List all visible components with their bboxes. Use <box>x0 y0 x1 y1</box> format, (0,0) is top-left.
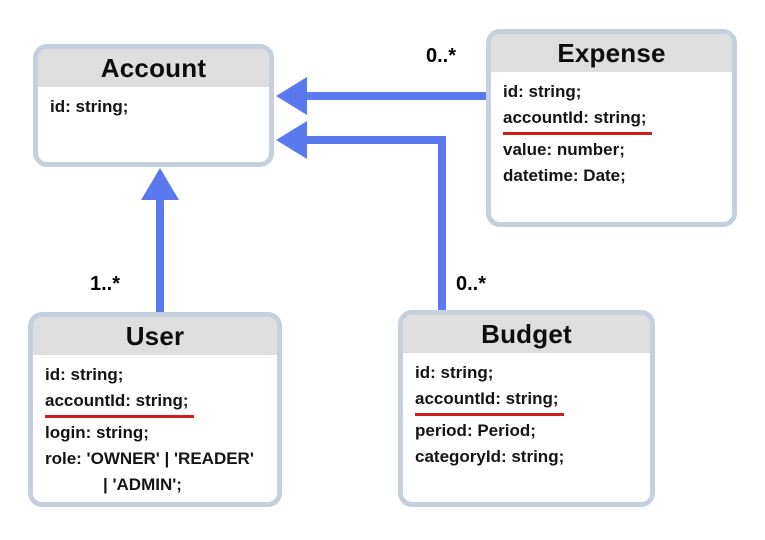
connector-expense-account-line <box>305 92 486 100</box>
field-text: value: number; <box>503 140 625 159</box>
entity-card-user: User id: string; accountId: string; logi… <box>28 312 282 507</box>
field-text-underlined: accountId: string; <box>415 386 564 416</box>
entity-header-account: Account <box>38 49 269 87</box>
entity-field-foreign-key: accountId: string; <box>503 105 720 137</box>
entity-field: id: string; <box>415 360 638 386</box>
connector-budget-account-vline <box>438 136 446 310</box>
entity-header-budget: Budget <box>403 315 650 353</box>
field-text: login: string; <box>45 423 149 442</box>
entity-title-budget: Budget <box>481 318 572 349</box>
entity-card-expense: Expense id: string; accountId: string; v… <box>486 29 737 227</box>
entity-field: period: Period; <box>415 418 638 444</box>
entity-field: value: number; <box>503 137 720 163</box>
entity-header-user: User <box>33 317 277 355</box>
field-text: id: string; <box>45 365 124 384</box>
entity-body-account: id: string; <box>38 87 269 124</box>
entity-card-account: Account id: string; <box>33 44 274 167</box>
entity-field: id: string; <box>45 362 265 388</box>
connector-user-account-line <box>156 196 164 312</box>
field-text: | 'ADMIN'; <box>103 475 182 494</box>
arrowhead-expense-account-icon <box>276 77 307 115</box>
field-text: period: Period; <box>415 421 536 440</box>
entity-body-user: id: string; accountId: string; login: st… <box>33 355 277 502</box>
entity-card-budget: Budget id: string; accountId: string; pe… <box>398 310 655 507</box>
entity-field: id: string; <box>503 79 720 105</box>
entity-title-account: Account <box>100 52 207 83</box>
field-text: id: string; <box>415 363 494 382</box>
entity-field: login: string; <box>45 420 265 446</box>
field-text: id: string; <box>50 97 129 116</box>
entity-field: role: 'OWNER' | 'READER' <box>45 446 265 472</box>
field-text-underlined: accountId: string; <box>45 388 194 418</box>
entity-field: datetime: Date; <box>503 163 720 189</box>
field-text: role: 'OWNER' | 'READER' <box>45 449 254 468</box>
field-text: id: string; <box>503 82 582 101</box>
entity-field-foreign-key: accountId: string; <box>45 388 265 420</box>
multiplicity-label-budget: 0..* <box>456 273 487 295</box>
entity-header-expense: Expense <box>491 34 732 72</box>
multiplicity-label-user: 1..* <box>90 273 121 295</box>
entity-field: categoryId: string; <box>415 444 638 470</box>
entity-body-expense: id: string; accountId: string; value: nu… <box>491 72 732 193</box>
field-text: categoryId: string; <box>415 447 565 466</box>
entity-field: id: string; <box>50 94 257 120</box>
field-text-underlined: accountId: string; <box>503 105 652 135</box>
entity-field-foreign-key: accountId: string; <box>415 386 638 418</box>
multiplicity-label-expense: 0..* <box>426 45 457 67</box>
arrowhead-user-account-icon <box>141 168 179 200</box>
entity-body-budget: id: string; accountId: string; period: P… <box>403 353 650 474</box>
field-text: datetime: Date; <box>503 166 626 185</box>
connector-budget-account-hline <box>305 136 446 144</box>
arrowhead-budget-account-icon <box>276 121 307 159</box>
entity-title-user: User <box>125 320 185 351</box>
entity-field-wrapped: | 'ADMIN'; <box>103 472 265 498</box>
entity-title-expense: Expense <box>557 37 666 68</box>
